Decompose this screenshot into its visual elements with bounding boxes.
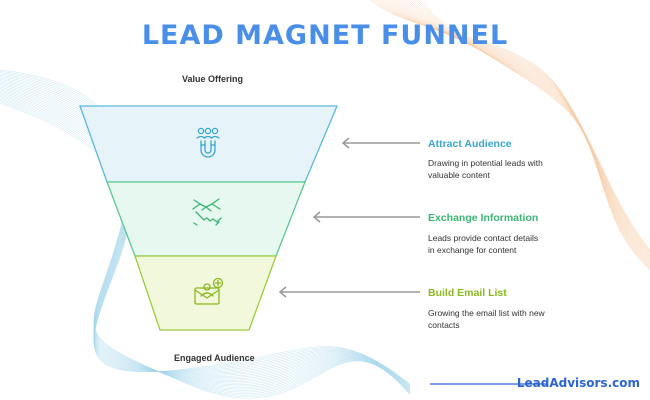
step-desc-attract: Drawing in potential leads with valuable… (428, 157, 558, 181)
step-title-build: Build Email List (428, 287, 507, 299)
step-desc-exchange-line1: Leads provide contact details (428, 233, 539, 243)
handshake-icon (192, 198, 222, 226)
step-desc-build-line2: contacts (428, 320, 460, 330)
bottom-label: Engaged Audience (174, 353, 255, 363)
step-desc-build: Growing the email list with new contacts (428, 307, 558, 331)
wave-line (419, 0, 650, 271)
magnet-people-icon (196, 127, 220, 158)
step-desc-attract-line1: Drawing in potential leads with (428, 158, 543, 168)
funnel-stage-attract (79, 105, 338, 183)
arrow-exchange (312, 211, 420, 223)
top-label: Value Offering (182, 74, 244, 84)
step-desc-exchange-line2: in exchange for content (428, 245, 517, 255)
step-desc-attract-line2: valuable content (428, 170, 490, 180)
step-desc-exchange: Leads provide contact details in exchang… (428, 232, 558, 256)
email-add-icon (194, 277, 224, 305)
brand-logo-text[interactable]: LeadAdvisors.com (516, 376, 640, 390)
step-title-attract: Attract Audience (428, 138, 512, 150)
arrow-build (278, 286, 420, 298)
decorative-orange-waves (369, 0, 650, 271)
arrow-attract (341, 137, 420, 149)
step-title-exchange: Exchange Information (428, 212, 539, 224)
page-title: LEAD MAGNET FUNNEL (141, 20, 509, 51)
wave-line (417, 0, 650, 270)
step-desc-build-line1: Growing the email list with new (428, 308, 545, 318)
